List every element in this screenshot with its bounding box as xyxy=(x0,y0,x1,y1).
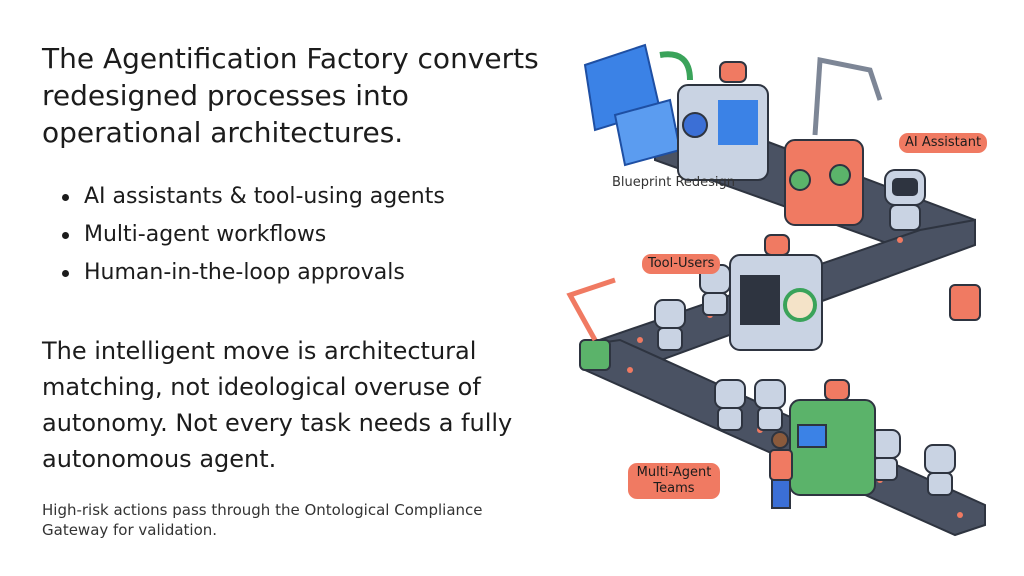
multi-agent-teams-label: Multi-Agent Teams xyxy=(628,463,720,499)
bullet-item: Multi-agent workflows xyxy=(60,216,445,254)
slide-title: The Agentification Factory converts rede… xyxy=(42,42,539,149)
footnote: High-risk actions pass through the Ontol… xyxy=(42,501,483,539)
ai-assistant-label: AI Assistant xyxy=(899,133,988,153)
robot-icon xyxy=(654,264,956,496)
machine-gauge xyxy=(729,234,823,351)
human-operator-icon xyxy=(769,431,793,509)
blueprint-redesign-label: Blueprint Redesign xyxy=(612,175,736,190)
factory-illustration: Blueprint Redesign AI Assistant Tool-Use… xyxy=(560,40,1020,560)
machine-green xyxy=(789,379,876,496)
bullet-list: AI assistants & tool-using agents Multi-… xyxy=(60,178,445,292)
arrow-icon xyxy=(659,51,693,81)
tool-users-label: Tool-Users xyxy=(642,254,721,274)
bullet-item: Human-in-the-loop approvals xyxy=(60,254,445,292)
bullet-item: AI assistants & tool-using agents xyxy=(60,178,445,216)
robot-icon xyxy=(884,169,926,231)
robot-arm-icon xyxy=(566,277,981,371)
machine-orange xyxy=(784,56,883,226)
machine-gray xyxy=(677,61,769,181)
thesis-statement: The intelligent move is architectural ma… xyxy=(42,337,513,473)
blueprint-icon xyxy=(583,43,682,167)
factory-drawing xyxy=(566,43,986,537)
